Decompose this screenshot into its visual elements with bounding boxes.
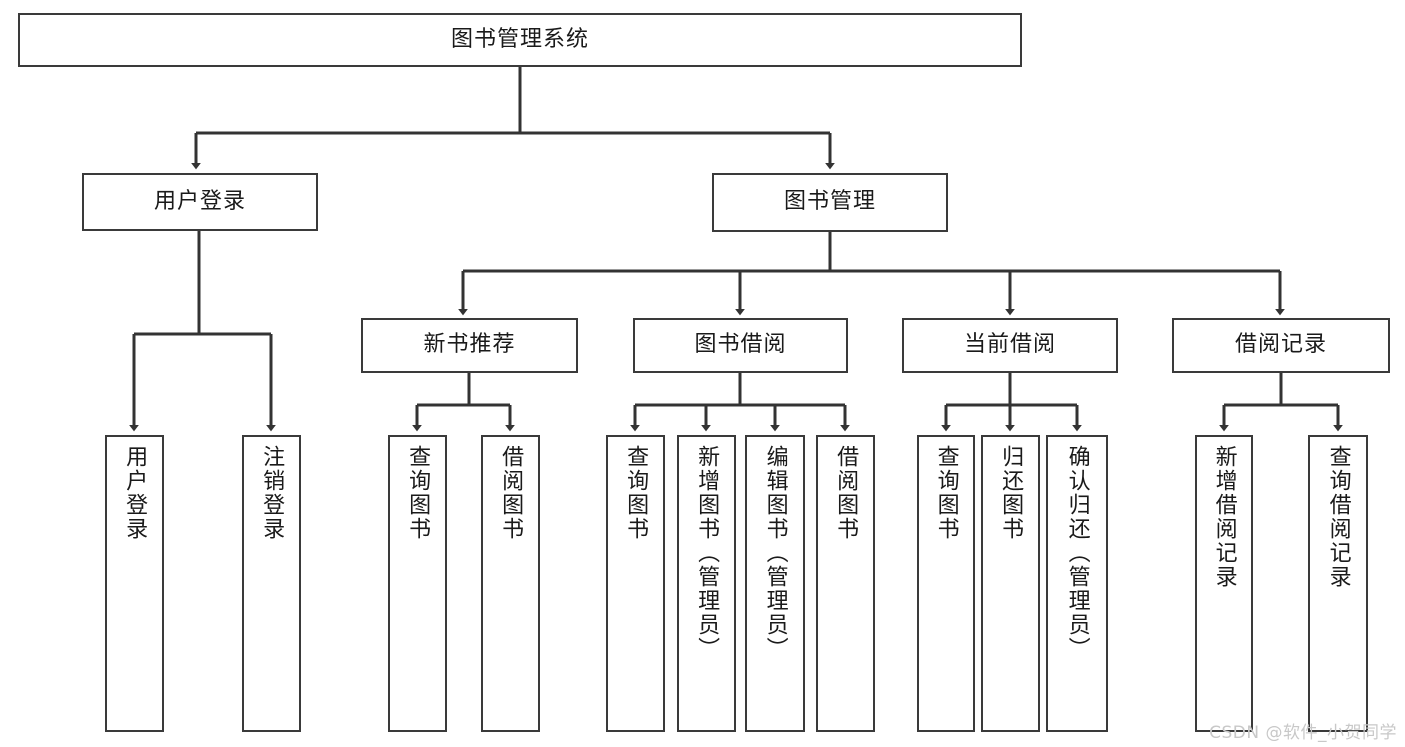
node-leaf-borrow-query-book-label: 查询图书	[623, 445, 649, 541]
node-leaf-logout[interactable]: 注销登录	[242, 435, 301, 732]
node-leaf-add-book-admin-label: 新增图书（管理员）	[694, 445, 720, 661]
csdn-watermark: CSDN @软件_小贺同学	[1209, 723, 1397, 743]
node-new-book-recommend-label: 新书推荐	[423, 332, 516, 358]
node-leaf-borrow-book-label: 借阅图书	[833, 445, 859, 541]
node-leaf-current-query-book-label: 查询图书	[933, 445, 959, 541]
node-leaf-return-book[interactable]: 归还图书	[981, 435, 1040, 732]
node-leaf-borrow-query-book[interactable]: 查询图书	[606, 435, 665, 732]
node-leaf-recommend-query-book[interactable]: 查询图书	[388, 435, 447, 732]
node-borrow-record[interactable]: 借阅记录	[1172, 318, 1390, 373]
node-leaf-borrow-book[interactable]: 借阅图书	[816, 435, 875, 732]
node-current-borrow-label: 当前借阅	[963, 332, 1056, 358]
node-book-management[interactable]: 图书管理	[712, 173, 948, 232]
node-root-system[interactable]: 图书管理系统	[18, 13, 1022, 67]
node-leaf-add-borrow-record[interactable]: 新增借阅记录	[1195, 435, 1253, 732]
node-root-system-label: 图书管理系统	[450, 26, 589, 52]
node-leaf-confirm-return-admin[interactable]: 确认归还（管理员）	[1046, 435, 1108, 732]
node-leaf-user-login-label: 用户登录	[122, 445, 148, 541]
node-leaf-query-borrow-record-label: 查询借阅记录	[1325, 445, 1351, 589]
node-leaf-current-query-book[interactable]: 查询图书	[917, 435, 975, 732]
node-user-login-label: 用户登录	[153, 188, 246, 214]
node-leaf-user-login[interactable]: 用户登录	[105, 435, 164, 732]
node-borrow-record-label: 借阅记录	[1234, 332, 1327, 358]
node-new-book-recommend[interactable]: 新书推荐	[361, 318, 578, 373]
node-leaf-add-borrow-record-label: 新增借阅记录	[1211, 445, 1237, 589]
node-leaf-confirm-return-admin-label: 确认归还（管理员）	[1064, 445, 1090, 661]
node-leaf-query-borrow-record[interactable]: 查询借阅记录	[1308, 435, 1368, 732]
node-book-borrow-label: 图书借阅	[694, 332, 787, 358]
node-leaf-edit-book-admin[interactable]: 编辑图书（管理员）	[745, 435, 805, 732]
node-book-borrow[interactable]: 图书借阅	[633, 318, 848, 373]
node-leaf-return-book-label: 归还图书	[998, 445, 1024, 541]
node-leaf-add-book-admin[interactable]: 新增图书（管理员）	[677, 435, 736, 732]
node-leaf-recommend-query-book-label: 查询图书	[405, 445, 431, 541]
node-current-borrow[interactable]: 当前借阅	[902, 318, 1118, 373]
node-leaf-recommend-borrow-book-label: 借阅图书	[498, 445, 524, 541]
node-leaf-logout-label: 注销登录	[259, 445, 285, 541]
node-user-login[interactable]: 用户登录	[82, 173, 318, 231]
node-book-management-label: 图书管理	[783, 189, 876, 215]
node-leaf-edit-book-admin-label: 编辑图书（管理员）	[762, 445, 788, 661]
node-leaf-recommend-borrow-book[interactable]: 借阅图书	[481, 435, 540, 732]
